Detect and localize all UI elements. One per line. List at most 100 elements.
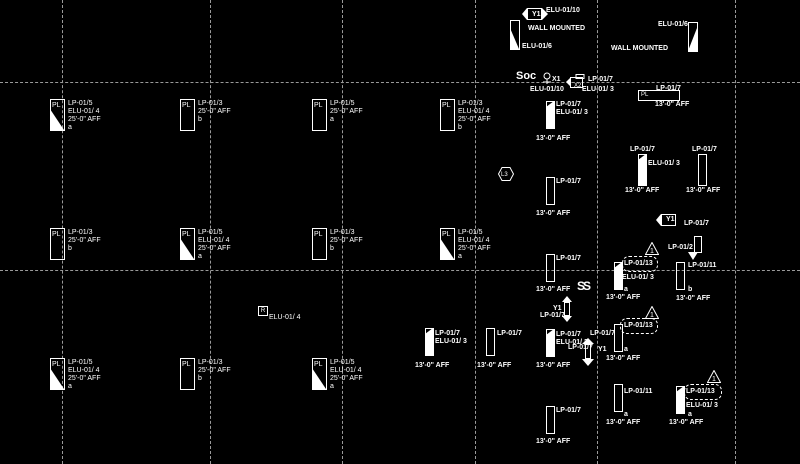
r-elu-label: ELU-01/ 4 — [269, 314, 301, 321]
switch-label: b — [330, 245, 334, 252]
pl-fixture-emergency[interactable]: PL — [440, 228, 455, 260]
exit-sign-x2[interactable] — [566, 74, 588, 90]
mount-height-label: 25'-0" AFF — [458, 245, 491, 252]
y1-label: Y1 — [666, 216, 675, 223]
mount-height-label: 13'-0" AFF — [686, 187, 721, 194]
y1-label: Y1 — [598, 346, 607, 353]
circuit-label: LP-01/7 — [568, 344, 593, 351]
switch-label: a — [198, 253, 202, 260]
fixture-label: LP-01/3 25'-0" AFF b — [198, 359, 231, 383]
wall-mounted-fixture[interactable] — [688, 22, 698, 52]
switch-label: b — [688, 286, 693, 293]
circuit-label: LP-01/7 — [630, 146, 655, 153]
strip-fixture-emergency[interactable] — [546, 101, 555, 129]
circuit-label: LP-01/5 — [68, 359, 93, 366]
strip-fixture-emergency[interactable] — [425, 328, 434, 356]
switch-label: b — [68, 245, 72, 252]
emergency-circuit-label: ELU-01/ 4 — [68, 108, 100, 115]
pl-fixture-emergency[interactable]: PL — [312, 358, 327, 390]
circuit-label: LP-01/7 — [556, 101, 581, 108]
exit-sign-vertical[interactable] — [562, 296, 572, 322]
pl-tag: PL — [182, 361, 191, 368]
mount-height-label: 13'-0" AFF — [625, 187, 660, 194]
switch-label: a — [624, 346, 628, 353]
circuit-label: LP-01/3 — [458, 100, 483, 107]
pl-fixture[interactable]: PL — [312, 228, 327, 260]
mount-height-label: 25'-0" AFF — [68, 237, 101, 244]
emergency-circuit-label: ELU-01/ 4 — [458, 237, 490, 244]
mount-height-label: 13'-0" AFF — [536, 438, 571, 445]
pl-fixture[interactable]: PL — [50, 228, 65, 260]
pl-fixture[interactable]: PL — [180, 99, 195, 131]
circuit-label: LP-01/5 — [68, 100, 93, 107]
fixture-label: LP-01/3 25'-0" AFF b — [198, 100, 231, 124]
r-device[interactable]: R — [258, 306, 268, 316]
strip-fixture[interactable] — [546, 254, 555, 282]
pl-fixture[interactable]: PL — [440, 99, 455, 131]
fixture-label: LP-01/5 ELU-01/ 4 25'-0" AFF a — [458, 229, 491, 261]
mount-height-label: 13'-0" AFF — [655, 101, 690, 108]
switch-label: a — [624, 411, 628, 418]
strip-label: LP-01/7 — [630, 146, 655, 154]
strip-fixture-emergency[interactable] — [546, 329, 555, 357]
strip-fixture-emergency[interactable] — [614, 262, 623, 290]
circuit-label: LP-01/7 — [684, 220, 709, 227]
pl-strip-horizontal[interactable]: PL — [638, 90, 680, 101]
pl-tag: PL — [182, 231, 191, 238]
strip-fixture-emergency[interactable] — [676, 386, 685, 414]
strip-fixture[interactable] — [546, 177, 555, 205]
mount-height-label: 13'-0" AFF — [536, 210, 571, 217]
grid-line-vertical — [342, 0, 343, 464]
circuit-label: LP-01/7 — [556, 331, 581, 338]
strip-fixture[interactable] — [698, 154, 707, 186]
strip-fixture[interactable] — [546, 406, 555, 434]
strip-fixture[interactable] — [676, 262, 685, 290]
occupancy-sensor-icon[interactable] — [542, 72, 552, 84]
fixture-label: LP-01/5 ELU-01/ 4 25'-0" AFF a — [330, 359, 363, 391]
strip-fixture[interactable] — [614, 384, 623, 412]
circuit-label: LP-01/5 — [330, 100, 355, 107]
pl-tag: PL — [314, 231, 323, 238]
emergency-circuit-label: ELU-01/ 4 — [198, 237, 230, 244]
switch-label: a — [458, 253, 462, 260]
pl-fixture-emergency[interactable]: PL — [180, 228, 195, 260]
mount-height-label: 25'-0" AFF — [330, 108, 363, 115]
x2-label: X2 — [574, 83, 582, 89]
revision-cloud — [620, 318, 658, 334]
exit-sign-y1[interactable] — [656, 214, 682, 226]
fixture-label: LP-01/3 ELU-01/ 4 25'-0" AFF b — [458, 100, 491, 132]
revision-number: 1 — [650, 248, 654, 255]
mount-height-label: 13'-0" AFF — [606, 355, 641, 362]
revision-number: 1 — [712, 376, 716, 383]
mount-height-label: 13'-0" AFF — [676, 295, 711, 302]
strip-fixture[interactable] — [486, 328, 495, 356]
strip-fixture[interactable] — [614, 324, 623, 352]
circuit-label: LP-01/11 — [624, 388, 653, 395]
elu-10-label: ELU-01/10 — [546, 7, 580, 14]
pl-tag: PL — [52, 231, 61, 238]
circuit-label: LP-01/7 — [556, 178, 581, 185]
circuit-label: LP-01/5 — [458, 229, 483, 236]
exit-sign-vertical[interactable] — [688, 236, 702, 260]
mount-height-label: 13'-0" AFF — [606, 419, 641, 426]
revision-cloud — [622, 256, 658, 272]
circuit-label: LP-01/7 — [435, 330, 460, 337]
switch-label: a — [68, 124, 72, 131]
pl-fixture-emergency[interactable]: PL — [50, 358, 65, 390]
pl-tag: PL — [314, 361, 323, 368]
exit-sign-vertical[interactable] — [582, 338, 594, 366]
strip-label: LP-01/11 — [624, 388, 652, 396]
strip-fixture-emergency[interactable] — [638, 154, 647, 186]
wall-mounted-fixture[interactable] — [510, 20, 520, 50]
fixture-label: LP-01/5 ELU-01/ 4 25'-0" AFF a — [198, 229, 231, 261]
pl-fixture-emergency[interactable]: PL — [50, 99, 65, 131]
strip-label: LP-01/7 — [556, 255, 581, 263]
pl-fixture[interactable]: PL — [312, 99, 327, 131]
exit-sign-y1[interactable] — [522, 8, 548, 20]
circuit-label: LP-01/7 — [590, 330, 615, 337]
pl-fixture[interactable]: PL — [180, 358, 195, 390]
emergency-circuit-label: ELU-01/ 4 — [68, 367, 100, 374]
switch-label: a — [330, 116, 334, 123]
l3-hexagon-tag[interactable] — [498, 167, 514, 181]
